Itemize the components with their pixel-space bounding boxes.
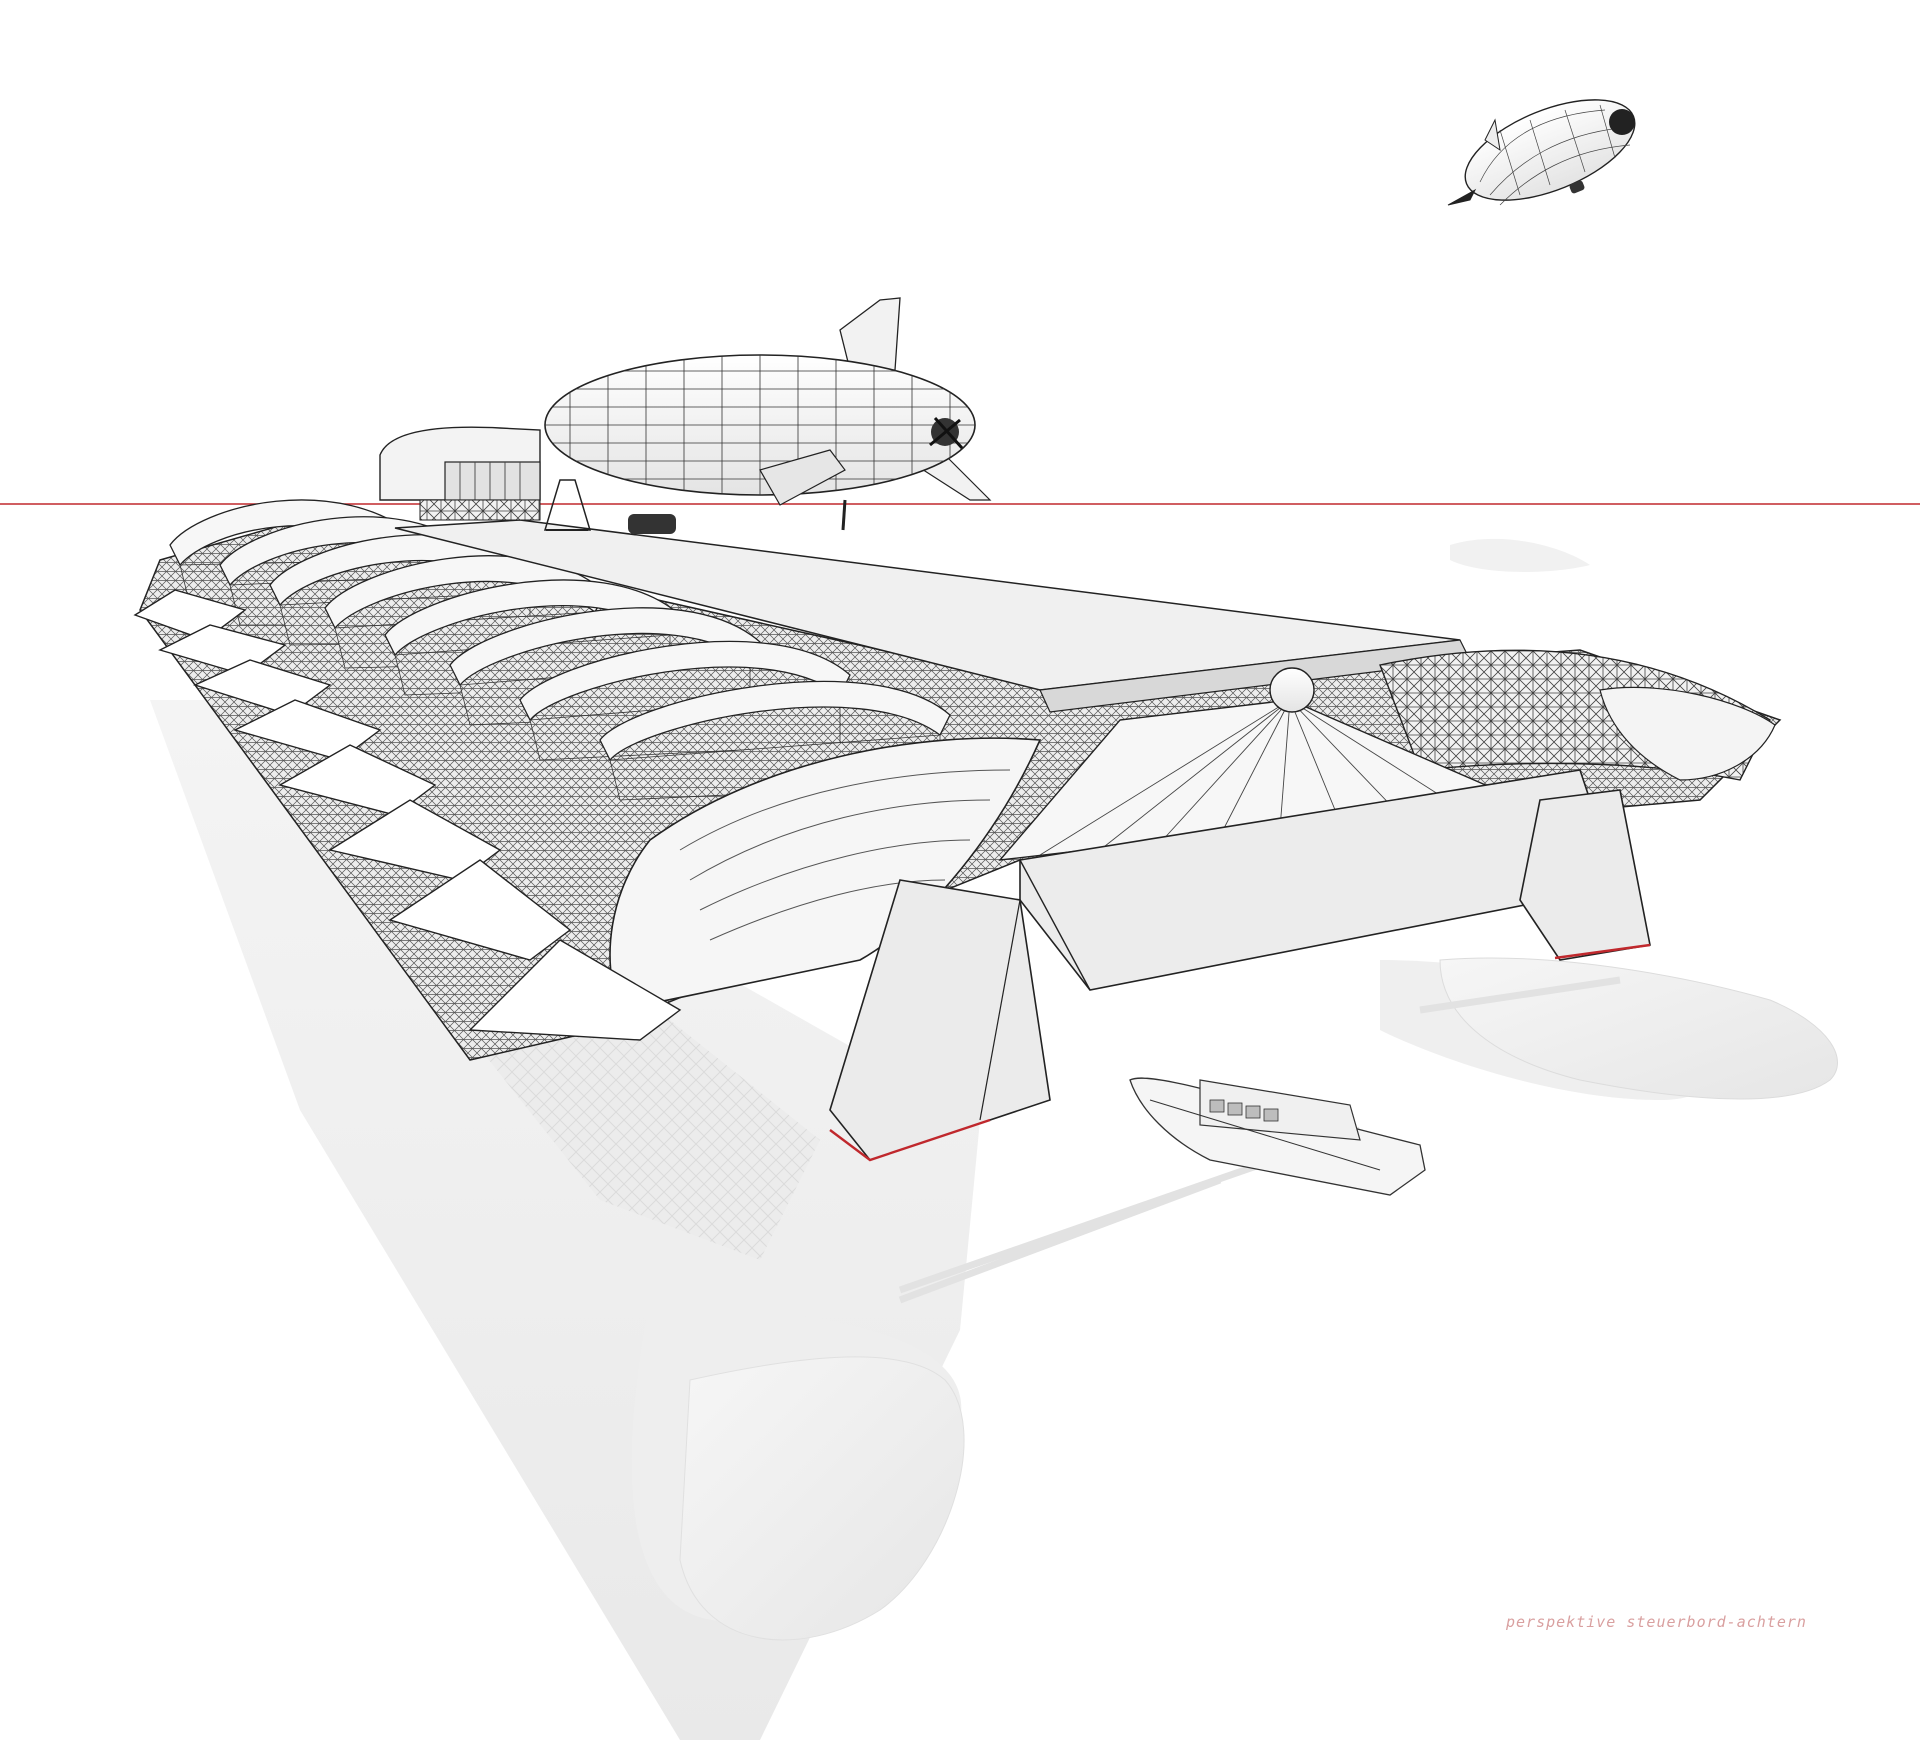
- pontoon-right: [1439, 957, 1838, 1100]
- front-arch-shell: [609, 737, 1042, 1011]
- leg-left-waterline: [829, 1118, 991, 1162]
- mast-dome: [1269, 667, 1315, 713]
- propeller-icon: [929, 416, 964, 450]
- tail-fin-top: [839, 297, 901, 371]
- sky-cloud-shadow: [1450, 538, 1590, 572]
- gondola: [628, 514, 676, 534]
- rear-hangar-shell: [1599, 686, 1776, 781]
- leg-right-waterline: [1554, 943, 1651, 960]
- rooftop-pavilion: [379, 426, 541, 521]
- hull-fin: [468, 939, 682, 1041]
- hull-fin: [388, 859, 572, 961]
- leg-right: [1519, 789, 1651, 961]
- mooring-tower: [543, 479, 592, 531]
- view-caption: perspektive steuerbord-achtern: [1506, 1613, 1807, 1631]
- arch-rib: [599, 680, 951, 762]
- pontoon-left: [679, 1356, 965, 1641]
- hull-fins: [133, 589, 682, 1041]
- hull-fin: [233, 699, 382, 761]
- hull-fin: [328, 799, 502, 881]
- arched-ribs: [169, 499, 951, 801]
- platform-structure: [133, 499, 1782, 1162]
- docked-airship: [543, 297, 992, 534]
- airship-icon: [1447, 99, 1636, 206]
- fin-lower: [759, 449, 846, 506]
- boat-icon: [1129, 1077, 1426, 1196]
- hull-fin: [278, 744, 437, 816]
